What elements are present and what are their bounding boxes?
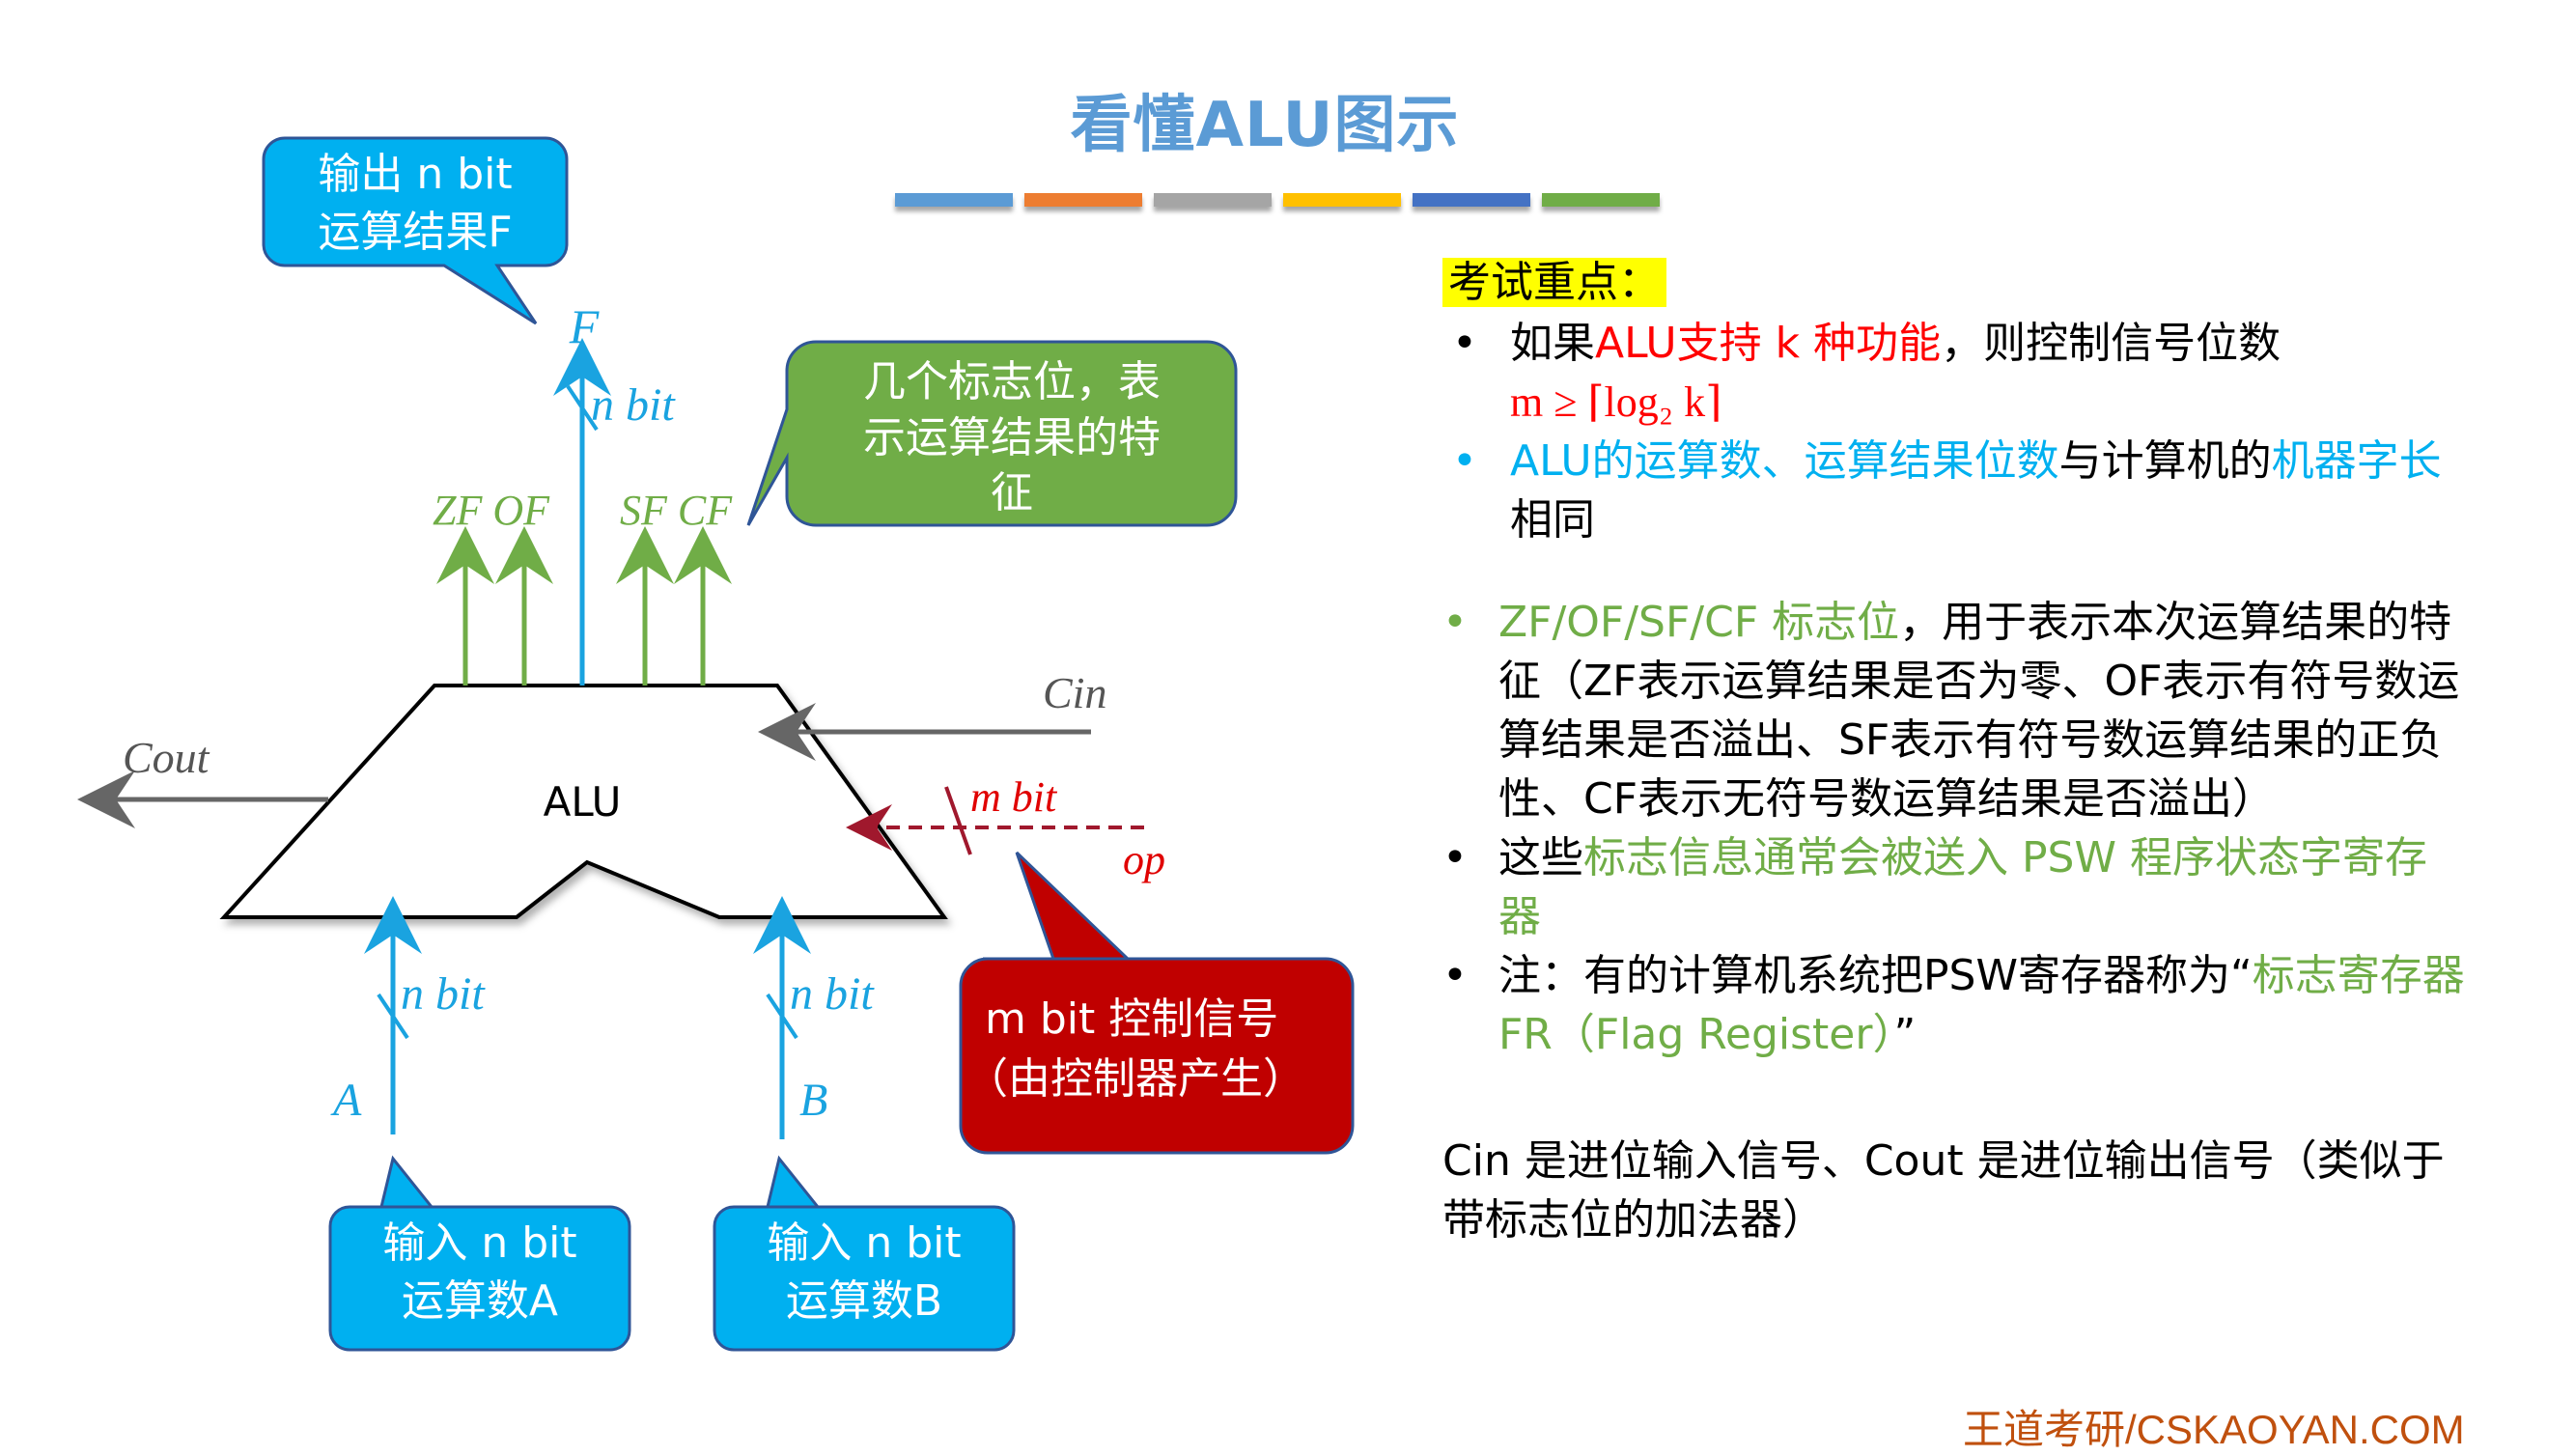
note-bullet-2: • ALU的运算数、运算结果位数与计算机的机器字长相同 [1442, 432, 2466, 549]
footer-brand: 王道考研/CSKAOYAN.COM [1963, 1407, 2465, 1452]
bullet-icon: • [1442, 833, 1468, 882]
divider-bar [1413, 193, 1530, 207]
note-bullet-1: • 如果ALU支持 k 种功能，则控制信号位数 m ≥ ⌈log₂ k⌉ [1442, 314, 2466, 432]
cin-label: Cin [1043, 668, 1106, 717]
bullet-icon: • [1452, 436, 1477, 486]
flags-right-label: SF CF [620, 487, 733, 534]
input-b-label: B [799, 1075, 827, 1126]
callout-flags-line3: 征 [991, 468, 1033, 518]
title-divider-bars [895, 193, 1660, 207]
notes-panel: 考试重点： • 如果ALU支持 k 种功能，则控制信号位数 m ≥ ⌈log₂ … [1442, 253, 2466, 1249]
control-width-label: m bit [970, 773, 1058, 821]
page-title: 看懂ALU图示 [1070, 90, 1460, 161]
note-bullet-5: • 注：有的计算机系统把PSW寄存器称为“标志寄存器FR（Flag Regist… [1442, 946, 2466, 1064]
input-a-width-tick [377, 993, 409, 1040]
callout-control-line1: m bit 控制信号 [985, 994, 1278, 1044]
note-text-highlight: ALU支持 k 种功能 [1595, 319, 1942, 368]
input-a-width-label: n bit [401, 968, 486, 1020]
callout-output: 输出 n bit 运算结果F [262, 136, 569, 325]
output-width-tick [566, 384, 599, 432]
divider-bar [1154, 193, 1272, 207]
callout-output-line1: 输出 n bit [318, 150, 512, 199]
control-op-label: op [1123, 836, 1165, 883]
note-text-highlight: ALU的运算数、运算结果位数 [1510, 436, 2059, 486]
note-text: ，则控制信号位数 [1941, 319, 2281, 368]
bullet-icon: • [1452, 319, 1477, 368]
callout-flags-line1: 几个标志位，表 [863, 357, 1161, 406]
note-text: ” [1893, 1010, 1917, 1059]
note-text: 相同 [1510, 495, 1595, 545]
divider-bar [895, 193, 1013, 207]
bullet-icon: • [1442, 951, 1468, 1000]
output-width-label: n bit [591, 379, 676, 431]
callout-input-a-line2: 运算数A [402, 1276, 558, 1326]
note-bullet-4: • 这些标志信息通常会被送入 PSW 程序状态字寄存器 [1442, 828, 2466, 946]
note-text: 与计算机的 [2058, 436, 2272, 486]
note-text: 这些 [1498, 833, 1583, 882]
note-text: 如果 [1510, 319, 1595, 368]
cout-label: Cout [123, 733, 210, 782]
formula: m ≥ ⌈log₂ k⌉ [1510, 378, 1722, 426]
input-b-width-label: n bit [790, 968, 875, 1020]
note-bullet-3: • ZF/OF/SF/CF 标志位，用于表示本次运算结果的特征（ZF表示运算结果… [1442, 593, 2466, 828]
bullet-icon: • [1442, 598, 1468, 647]
callout-control-line2: （由控制器产生） [966, 1054, 1305, 1104]
divider-bar [1283, 193, 1401, 207]
output-f-label: F [569, 299, 600, 353]
callout-output-line2: 运算结果F [318, 208, 512, 257]
note-text-highlight: 机器字长 [2271, 436, 2442, 486]
callout-flags: 几个标志位，表 示运算结果的特 征 [746, 340, 1238, 527]
alu-label: ALU [544, 778, 622, 826]
divider-bar [1542, 193, 1660, 207]
note-text: ，用于表示本次运算结果的特征（ZF表示运算结果是否为零、OF表示有符号数运算结果… [1498, 598, 2460, 824]
note-text-highlight: ZF/OF/SF/CF 标志位 [1498, 598, 1900, 647]
callout-input-b-line1: 输入 n bit [767, 1218, 961, 1268]
callout-control: m bit 控制信号 （由控制器产生） [959, 851, 1355, 1155]
callout-input-a-line1: 输入 n bit [382, 1218, 576, 1268]
input-b-width-tick [766, 993, 798, 1040]
callout-input-b: 输入 n bit 运算数B [713, 1155, 1016, 1352]
input-a-label: A [330, 1075, 362, 1126]
callout-flags-line2: 示运算结果的特 [863, 413, 1161, 462]
flags-left-label: ZF OF [433, 487, 550, 534]
note-text-highlight: 标志寄存器FR（Flag Register） [1498, 951, 2465, 1059]
note-text-highlight: 标志信息通常会被送入 PSW 程序状态字寄存器 [1498, 833, 2427, 941]
callout-input-b-line2: 运算数B [786, 1276, 942, 1326]
note-text: 注：有的计算机系统把PSW寄存器称为“ [1498, 951, 2253, 1000]
control-width-tick [944, 786, 972, 855]
divider-bar [1024, 193, 1142, 207]
cin-cout-note: Cin 是进位输入信号、Cout 是进位输出信号（类似于带标志位的加法器） [1442, 1136, 2445, 1245]
callout-input-a: 输入 n bit 运算数A [328, 1155, 631, 1352]
notes-heading: 考试重点： [1442, 258, 1666, 307]
